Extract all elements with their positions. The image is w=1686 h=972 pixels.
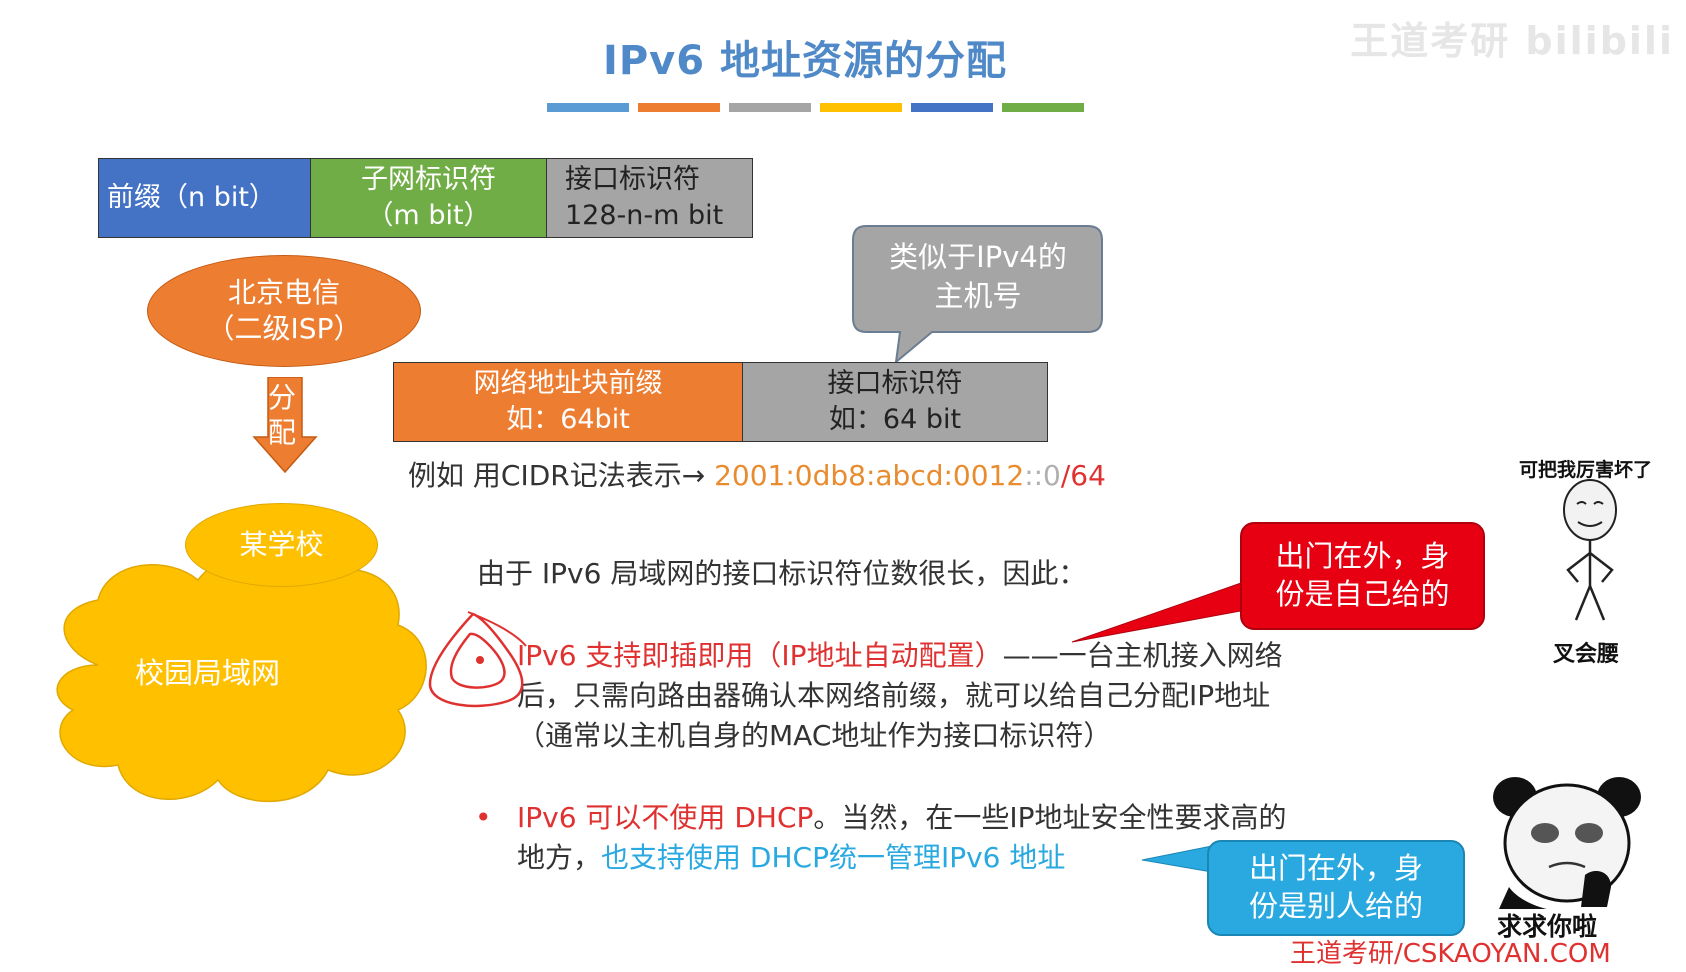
bullet-2-dhcp-support: 也支持使用 DHCP统一管理IPv6 地址 <box>601 841 1066 874</box>
watermark: 王道考研 bilibili <box>1350 19 1674 63</box>
bullet-1-line2: 后，只需向路由器确认本网络前缀，就可以给自己分配IP地址 <box>517 679 1271 712</box>
bullet-2-highlight: IPv6 可以不使用 DHCP <box>517 801 814 834</box>
footer-watermark: 王道考研/CSKAOYAN.COM <box>1290 939 1611 969</box>
blue-callout-line1: 出门在外，身 <box>1248 851 1423 886</box>
handdrawn-circle-mark <box>428 611 527 708</box>
cidr-address: 2001:0db8:abcd:0012 <box>714 459 1025 492</box>
decoration-bar <box>820 103 902 112</box>
red-callout: 出门在外，身 份是自己给的 <box>1240 522 1485 630</box>
subnet-field-label: 子网标识符 <box>361 163 496 195</box>
prefix-field: 前缀（n bit） <box>98 158 311 238</box>
bullet-1-line3: （通常以主机自身的MAC地址作为接口标识符） <box>517 719 1112 752</box>
block-iface-field: 接口标识符 如：64 bit <box>742 362 1048 442</box>
host-callout-line2: 主机号 <box>934 279 1022 314</box>
school-name: 某学校 <box>239 527 324 561</box>
host-callout-text: 类似于IPv4的 主机号 <box>852 238 1104 316</box>
allocate-down-arrow <box>252 377 318 474</box>
body-intro: 由于 IPv6 局域网的接口标识符位数很长，因此： <box>477 557 1087 590</box>
blue-callout: 出门在外，身 份是别人给的 <box>1207 840 1465 936</box>
decoration-bar <box>729 103 811 112</box>
bullet-2-rest: 。当然，在一些IP地址安全性要求高的 <box>813 801 1287 834</box>
red-callout-line2: 份是自己给的 <box>1275 577 1450 611</box>
slide-title: IPv6 地址资源的分配 <box>602 38 1008 84</box>
interface-field: 接口标识符 128-n-m bit <box>546 158 753 238</box>
bullet-2-line2: 地方，也支持使用 DHCP统一管理IPv6 地址 <box>517 840 1065 876</box>
meme1-caption-bottom: 叉会腰 <box>1553 642 1620 667</box>
cidr-example: 例如 用CIDR记法表示→ 2001:0db8:abcd:0012::0/64 <box>408 458 1106 494</box>
isp-node: 北京电信 （二级ISP） <box>147 255 421 367</box>
meme1-caption-top: 可把我厉害坏了 <box>1519 459 1653 481</box>
subnet-field: 子网标识符 （m bit） <box>310 158 547 238</box>
cidr-suffix-zero: ::0 <box>1024 459 1061 492</box>
interface-field-label: 接口标识符 <box>565 163 700 195</box>
campus-lan-label: 校园局域网 <box>135 656 281 690</box>
decoration-bar <box>1002 103 1084 112</box>
allocate-label-1: 分 <box>268 381 297 414</box>
block-prefix-bits: 如：64bit <box>506 404 630 435</box>
host-callout-line1: 类似于IPv4的 <box>889 240 1067 274</box>
bullet-2-line1: IPv6 可以不使用 DHCP。当然，在一些IP地址安全性要求高的 <box>517 800 1287 836</box>
isp-name: 北京电信 <box>227 275 340 309</box>
blue-callout-line2: 份是别人给的 <box>1248 889 1423 923</box>
block-iface-label: 接口标识符 <box>827 367 963 399</box>
decoration-bar <box>911 103 993 112</box>
meme-stick-figure-icon <box>1563 479 1617 621</box>
campus-cloud-shape <box>56 554 427 803</box>
interface-field-bits: 128-n-m bit <box>565 200 724 231</box>
host-callout-shape <box>852 225 1103 365</box>
bullet-1-line1: IPv6 支持即插即用（IP地址自动配置）——一台主机接入网络 <box>517 638 1283 674</box>
block-iface-bits: 如：64 bit <box>828 404 962 435</box>
block-prefix-label: 网络地址块前缀 <box>473 367 663 399</box>
decoration-bar <box>547 103 629 112</box>
cidr-example-label: 例如 用CIDR记法表示→ <box>408 459 715 492</box>
meme-panda-icon <box>1493 777 1641 909</box>
school-node: 某学校 <box>185 503 378 587</box>
bullet-2-line2-start: 地方， <box>517 841 602 874</box>
bullet-1-highlight: IPv6 支持即插即用（IP地址自动配置） <box>517 639 1003 672</box>
cidr-prefix-length: /64 <box>1060 459 1106 492</box>
bullet-2-dot: • <box>475 801 492 834</box>
subnet-field-bits: （m bit） <box>366 200 491 231</box>
prefix-field-label: 前缀（n bit） <box>107 181 276 213</box>
block-prefix-field: 网络地址块前缀 如：64bit <box>393 362 743 442</box>
allocate-label-2: 配 <box>268 416 297 449</box>
bullet-1-rest: ——一台主机接入网络 <box>1002 639 1283 672</box>
meme2-caption: 求求你啦 <box>1497 912 1598 941</box>
red-callout-line1: 出门在外，身 <box>1275 539 1450 574</box>
isp-level: （二级ISP） <box>206 312 362 345</box>
decoration-bar <box>638 103 720 112</box>
allocate-label: 分 配 <box>268 380 296 450</box>
